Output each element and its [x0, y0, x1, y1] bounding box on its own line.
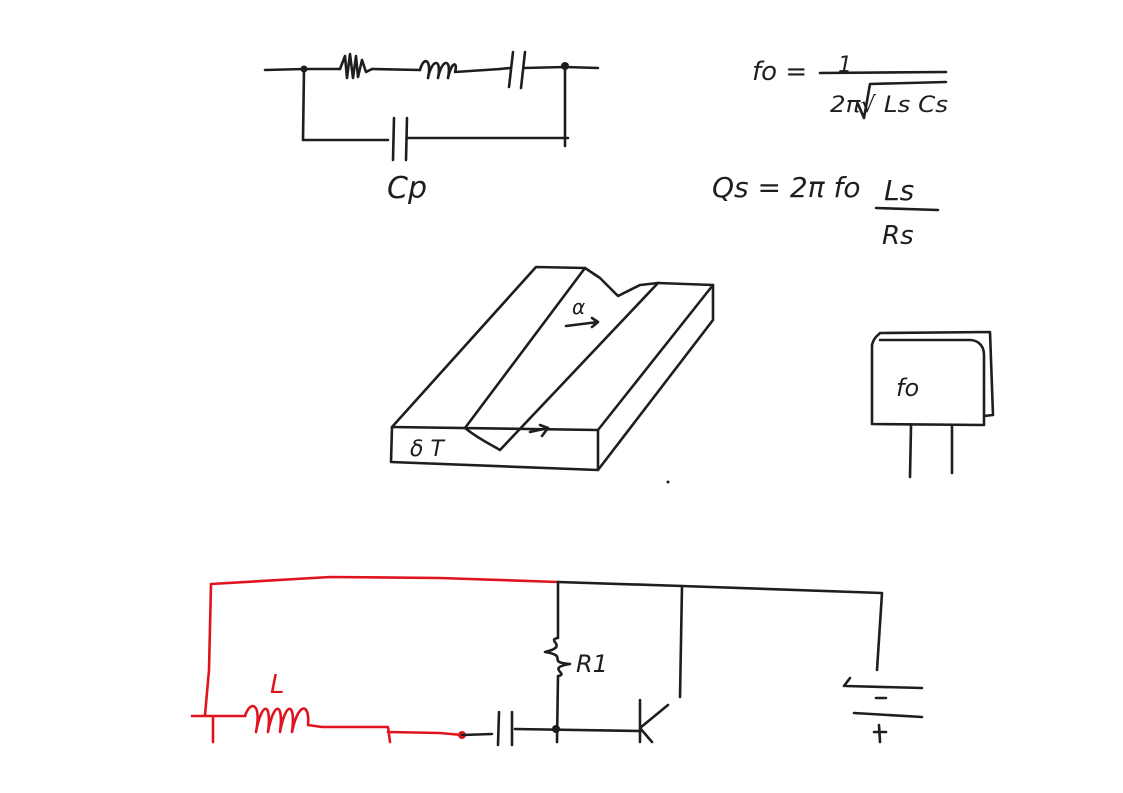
transistor: [638, 584, 684, 744]
series-inductor: [418, 59, 502, 80]
frequency-lhs: fo =: [752, 57, 807, 87]
package-leads: [908, 424, 954, 479]
crystal-package: fo: [870, 330, 995, 479]
inductor: [243, 704, 464, 744]
battery: [842, 676, 924, 744]
resistor-label: R1: [576, 650, 608, 678]
crystal-equivalent-circuit: Cp: [263, 50, 600, 206]
supply-rail: [556, 580, 884, 672]
cp-label: Cp: [387, 171, 427, 206]
resistor-r1: [543, 580, 572, 744]
square-root-sign: [856, 80, 948, 120]
q-numerator: Ls: [884, 174, 914, 207]
package-label: fo: [896, 374, 919, 402]
q-denominator: Rs: [882, 221, 914, 251]
inductor-label: L: [270, 670, 285, 700]
frequency-denominator: 2π√ Ls Cs: [830, 93, 948, 118]
parallel-branch: [301, 64, 570, 162]
capacitor: [460, 710, 642, 747]
face-label: δ T: [410, 437, 445, 462]
series-resistor: [338, 52, 374, 80]
oscillator-circuit: L R1: [190, 575, 924, 747]
angle-label: α: [572, 295, 585, 319]
slab-outline: [390, 265, 715, 432]
q-lhs: Qs = 2π fo: [712, 171, 860, 204]
formulas: fo = 1 2π√ Ls Cs Qs = 2π fo Ls Rs: [712, 53, 948, 251]
feedback-loop-wire: [190, 575, 560, 744]
frequency-numerator: 1: [838, 53, 852, 78]
crystal-slab-drawing: α δ T: [389, 265, 715, 484]
slab-groove: [463, 266, 660, 452]
angle-arrow: [564, 316, 600, 329]
series-capacitor: [498, 50, 600, 90]
